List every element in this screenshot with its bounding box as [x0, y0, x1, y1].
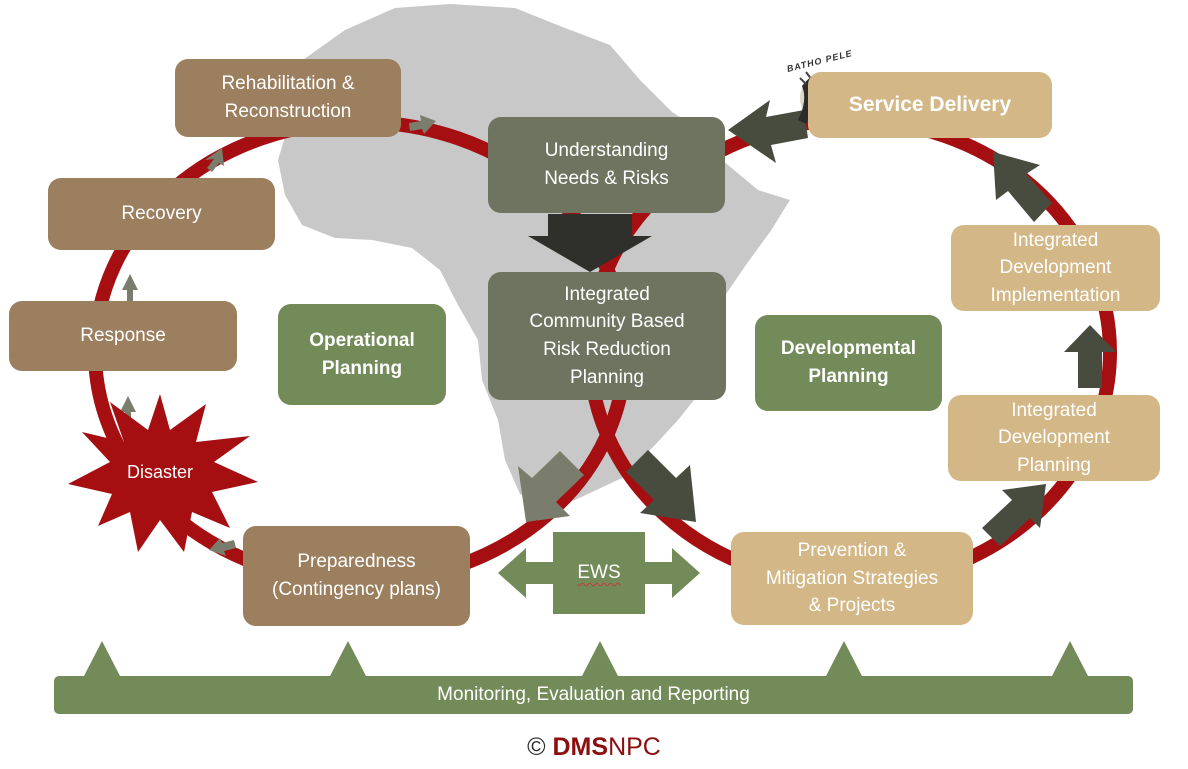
copyright-symbol: © — [527, 733, 546, 761]
icbrr-box[interactable]: Integrated Community Based Risk Reductio… — [488, 272, 726, 400]
arrow-icbrr-to-ews-left — [518, 451, 584, 522]
operational-planning-box[interactable]: Operational Planning — [278, 304, 446, 405]
idi-box[interactable]: Integrated Development Implementation — [951, 225, 1160, 311]
monitoring-tick — [1052, 641, 1088, 676]
icbrr-label: Integrated Community Based Risk Reductio… — [529, 283, 685, 388]
prevention-box[interactable]: Prevention & Mitigation Strategies & Pro… — [731, 532, 973, 625]
disaster-starburst — [68, 394, 258, 552]
idp-box[interactable]: Integrated Development Planning — [948, 395, 1160, 481]
monitoring-tick — [330, 641, 366, 676]
arrow-response-to-recovery — [122, 274, 138, 302]
footer-suffix: NPC — [608, 733, 661, 761]
developmental-planning-label: Developmental Planning — [780, 338, 917, 387]
response-box[interactable]: Response — [9, 301, 237, 371]
arrow-idp-to-idi — [1064, 325, 1116, 388]
preparedness-label: Preparedness (Contingency plans) — [272, 551, 441, 600]
understanding-label: Understanding Needs & Risks — [544, 140, 669, 189]
understanding-box[interactable]: Understanding Needs & Risks — [488, 117, 725, 213]
disaster-label: Disaster — [126, 462, 193, 482]
recovery-box[interactable]: Recovery — [48, 178, 275, 250]
arrow-understanding-to-icbrr — [528, 214, 652, 272]
monitoring-tick — [84, 641, 120, 676]
idi-label: Integrated Development Implementation — [990, 229, 1121, 306]
arrow-recovery-to-rehab — [205, 148, 224, 172]
rehabilitation-label: Rehabilitation & Reconstruction — [221, 73, 355, 122]
arrow-prevention-to-idp — [982, 484, 1046, 546]
operational-planning-label: Operational Planning — [309, 329, 415, 379]
arrow-prep-to-disaster — [209, 538, 236, 556]
monitoring-tick — [582, 641, 618, 676]
response-label: Response — [80, 325, 166, 347]
ews-box[interactable]: EWS — [553, 532, 645, 614]
arrow-icbrr-to-ews-right — [626, 450, 696, 522]
monitoring-label: Monitoring, Evaluation and Reporting — [437, 684, 750, 705]
service-delivery-label: Service Delivery — [848, 92, 1012, 116]
preparedness-box[interactable]: Preparedness (Contingency plans) — [243, 526, 470, 626]
prevention-label: Prevention & Mitigation Strategies & Pro… — [765, 540, 939, 617]
recovery-label: Recovery — [121, 203, 202, 225]
arrow-rehab-to-understanding — [409, 115, 436, 134]
ews-label: EWS — [577, 562, 621, 583]
idp-label: Integrated Development Planning — [998, 399, 1110, 476]
arrow-service-to-understanding — [728, 100, 808, 163]
monitoring-bar — [54, 641, 1133, 714]
monitoring-tick — [826, 641, 862, 676]
left-cycle-arrows — [120, 115, 436, 556]
developmental-planning-box[interactable]: Developmental Planning — [755, 315, 942, 411]
arrow-disaster-to-response — [120, 396, 136, 424]
footer-credit: © DMSNPC — [0, 733, 1188, 762]
rehabilitation-box[interactable]: Rehabilitation & Reconstruction — [175, 59, 401, 137]
service-delivery-box[interactable]: Service Delivery — [808, 72, 1052, 138]
footer-brand: DMS — [552, 733, 609, 761]
monitoring-band — [54, 676, 1133, 714]
arrow-idi-to-service — [993, 152, 1052, 222]
